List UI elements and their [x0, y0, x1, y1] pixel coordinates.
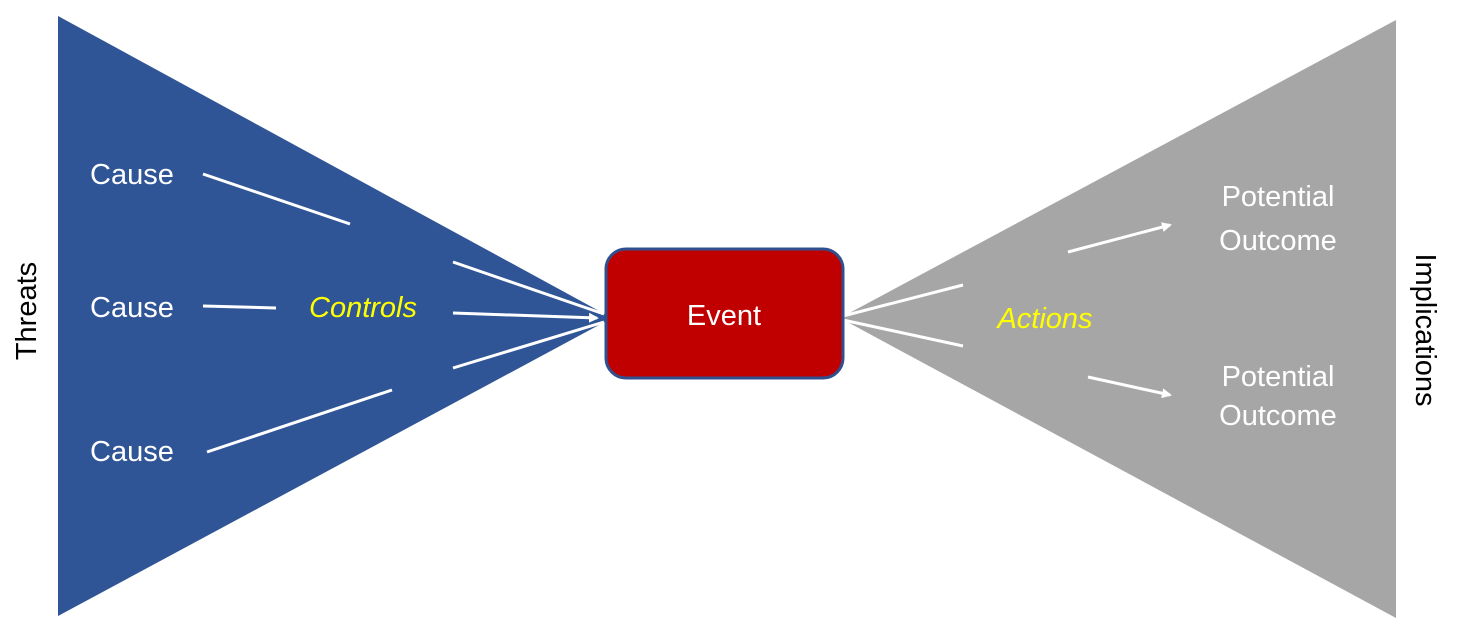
threats-side-label: Threats	[11, 262, 43, 360]
event-box	[604, 247, 845, 380]
cause-connector-middle	[202, 304, 277, 310]
outcome-top-line2: Outcome	[1219, 225, 1337, 257]
implications-side-label: Implications	[1409, 253, 1441, 406]
control-arrow-top	[452, 260, 605, 316]
outcome-arrow-top	[1067, 222, 1172, 254]
implications-wedge	[840, 20, 1396, 618]
control-arrow-bottom	[452, 320, 605, 370]
outcome-bottom-line2: Outcome	[1219, 400, 1337, 432]
outcome-bottom-line1: Potential	[1222, 361, 1335, 393]
event-label: Event	[687, 300, 761, 332]
action-connector-top	[842, 283, 964, 318]
outcome-top-line1: Potential	[1222, 181, 1335, 213]
actions-label: Actions	[995, 303, 1092, 335]
control-arrow-middle	[452, 311, 599, 323]
threats-wedge	[58, 16, 612, 616]
cause-connector-bottom	[206, 388, 393, 454]
cause-label-bottom: Cause	[90, 436, 174, 468]
action-connector-bottom	[842, 318, 964, 348]
controls-label: Controls	[309, 292, 417, 324]
cause-label-middle: Cause	[90, 292, 174, 324]
outcome-arrow-bottom	[1087, 375, 1172, 399]
cause-connector-top	[202, 172, 351, 226]
cause-label-top: Cause	[90, 159, 174, 191]
